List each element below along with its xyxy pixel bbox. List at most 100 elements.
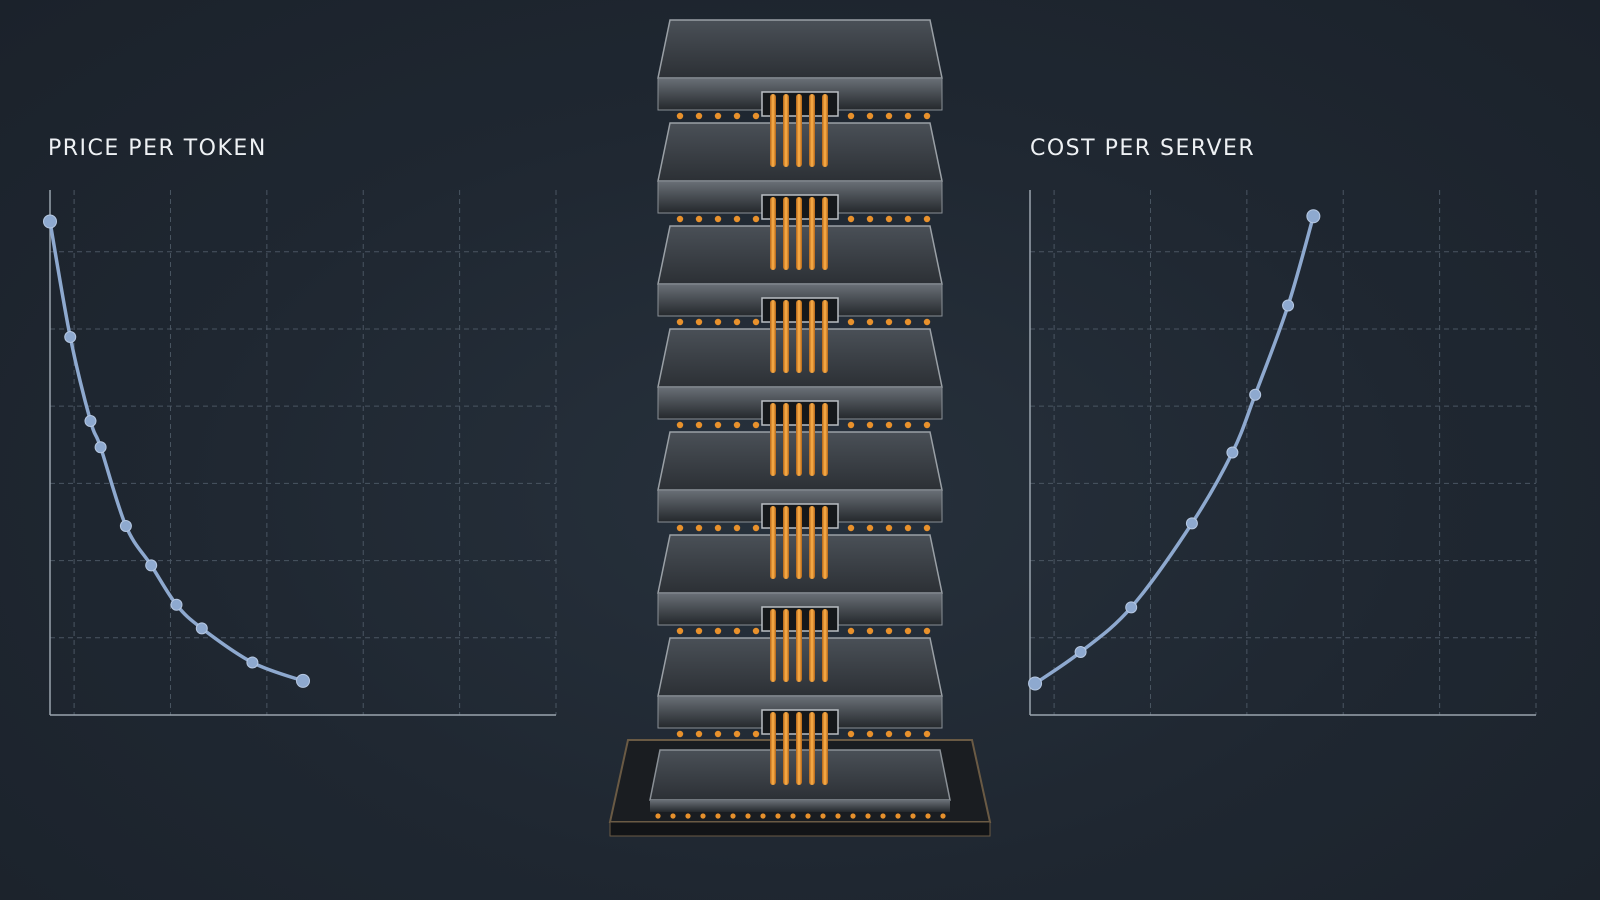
copper-pillar xyxy=(783,94,789,167)
copper-pillar xyxy=(822,197,828,270)
price-per-token-data-point xyxy=(145,559,158,572)
price-per-token-data-point xyxy=(84,415,97,427)
chip-solder-ball xyxy=(676,112,684,120)
chip-solder-ball xyxy=(733,318,741,326)
chip-solder-ball xyxy=(904,318,912,326)
cost-per-server-data-point xyxy=(1226,446,1239,459)
chip-solder-ball xyxy=(923,215,931,223)
cost-per-server-data-point xyxy=(1028,676,1043,691)
chip-solder-ball xyxy=(695,627,703,635)
base-pad xyxy=(715,813,721,819)
copper-pillar xyxy=(770,94,776,167)
cost-per-server-data-point xyxy=(1185,517,1198,530)
price-per-token-data-point xyxy=(195,622,208,635)
base-pad xyxy=(790,813,796,819)
copper-pillar xyxy=(783,609,789,682)
copper-pillar xyxy=(770,403,776,476)
base-pad xyxy=(880,813,886,819)
chip-solder-ball xyxy=(866,112,874,120)
base-pad xyxy=(895,813,901,819)
chip-solder-ball xyxy=(752,112,760,120)
chip-solder-ball xyxy=(714,524,722,532)
price-per-token-data-point xyxy=(246,656,259,669)
chip-solder-ball xyxy=(923,112,931,120)
chip-solder-ball xyxy=(847,215,855,223)
chip-solder-ball xyxy=(714,627,722,635)
chip-solder-ball xyxy=(714,730,722,738)
chip-solder-ball xyxy=(676,730,684,738)
base-pad xyxy=(700,813,706,819)
price-per-token-data-point xyxy=(170,598,183,611)
chip-solder-ball xyxy=(847,524,855,532)
copper-pillar xyxy=(783,506,789,579)
chip-solder-ball xyxy=(904,730,912,738)
base-pad xyxy=(805,813,811,819)
base-pad xyxy=(925,813,931,819)
base-board-edge xyxy=(609,821,991,837)
copper-pillar xyxy=(822,712,828,785)
base-pad xyxy=(940,813,946,819)
price-per-token-data-point xyxy=(43,214,57,229)
chip-solder-ball xyxy=(752,318,760,326)
base-pad xyxy=(850,813,856,819)
copper-pillar xyxy=(796,712,802,785)
chip-solder-ball xyxy=(714,318,722,326)
copper-pillar xyxy=(770,197,776,270)
cost-per-server-data-point xyxy=(1074,646,1087,658)
copper-pillar xyxy=(809,403,815,476)
chip-solder-ball xyxy=(733,524,741,532)
copper-pillar xyxy=(796,300,802,373)
chip-solder-ball xyxy=(904,627,912,635)
base-pad xyxy=(730,813,736,819)
chip-solder-ball xyxy=(676,421,684,429)
chip-solder-ball xyxy=(847,318,855,326)
copper-pillar xyxy=(809,506,815,579)
copper-pillar xyxy=(783,712,789,785)
base-pad xyxy=(835,813,841,819)
cost-per-server-data-point xyxy=(1282,299,1295,312)
chip-solder-ball xyxy=(695,215,703,223)
chip-solder-ball xyxy=(695,112,703,120)
base-pad xyxy=(655,813,661,819)
base-pad xyxy=(745,813,751,819)
chip-solder-ball xyxy=(733,627,741,635)
chip-solder-ball xyxy=(695,318,703,326)
chart-title-cost-per-server: COST PER SERVER xyxy=(1030,136,1256,161)
base-pad xyxy=(820,813,826,819)
base-chip-side xyxy=(650,800,950,812)
chip-solder-ball xyxy=(847,112,855,120)
chip-solder-ball xyxy=(752,730,760,738)
copper-pillar xyxy=(796,94,802,167)
chip-solder-ball xyxy=(923,318,931,326)
copper-pillar xyxy=(770,506,776,579)
cost-per-server-data-point xyxy=(1125,601,1138,614)
chip-solder-ball xyxy=(866,318,874,326)
copper-pillar xyxy=(822,403,828,476)
copper-pillar xyxy=(809,712,815,785)
chip-solder-ball xyxy=(676,318,684,326)
copper-pillar xyxy=(796,197,802,270)
chip-solder-ball xyxy=(904,421,912,429)
chip-solder-ball xyxy=(714,215,722,223)
chip-solder-ball xyxy=(676,215,684,223)
chip-solder-ball xyxy=(676,627,684,635)
chip-solder-ball xyxy=(847,730,855,738)
copper-pillar xyxy=(770,712,776,785)
price-per-token-data-point xyxy=(296,673,310,688)
chip-solder-ball xyxy=(733,215,741,223)
chip-solder-ball xyxy=(923,524,931,532)
chip-solder-ball xyxy=(733,421,741,429)
chip-solder-ball xyxy=(866,730,874,738)
chip-solder-ball xyxy=(904,112,912,120)
chip-solder-ball xyxy=(885,215,893,223)
chip-solder-ball xyxy=(714,112,722,120)
chip-solder-ball xyxy=(847,627,855,635)
chip-solder-ball xyxy=(695,421,703,429)
copper-pillar xyxy=(783,403,789,476)
price-per-token-data-point xyxy=(94,441,107,454)
copper-pillar xyxy=(783,197,789,270)
chip-solder-ball xyxy=(885,524,893,532)
price-per-token-chart xyxy=(43,190,557,716)
chip-solder-ball xyxy=(714,421,722,429)
